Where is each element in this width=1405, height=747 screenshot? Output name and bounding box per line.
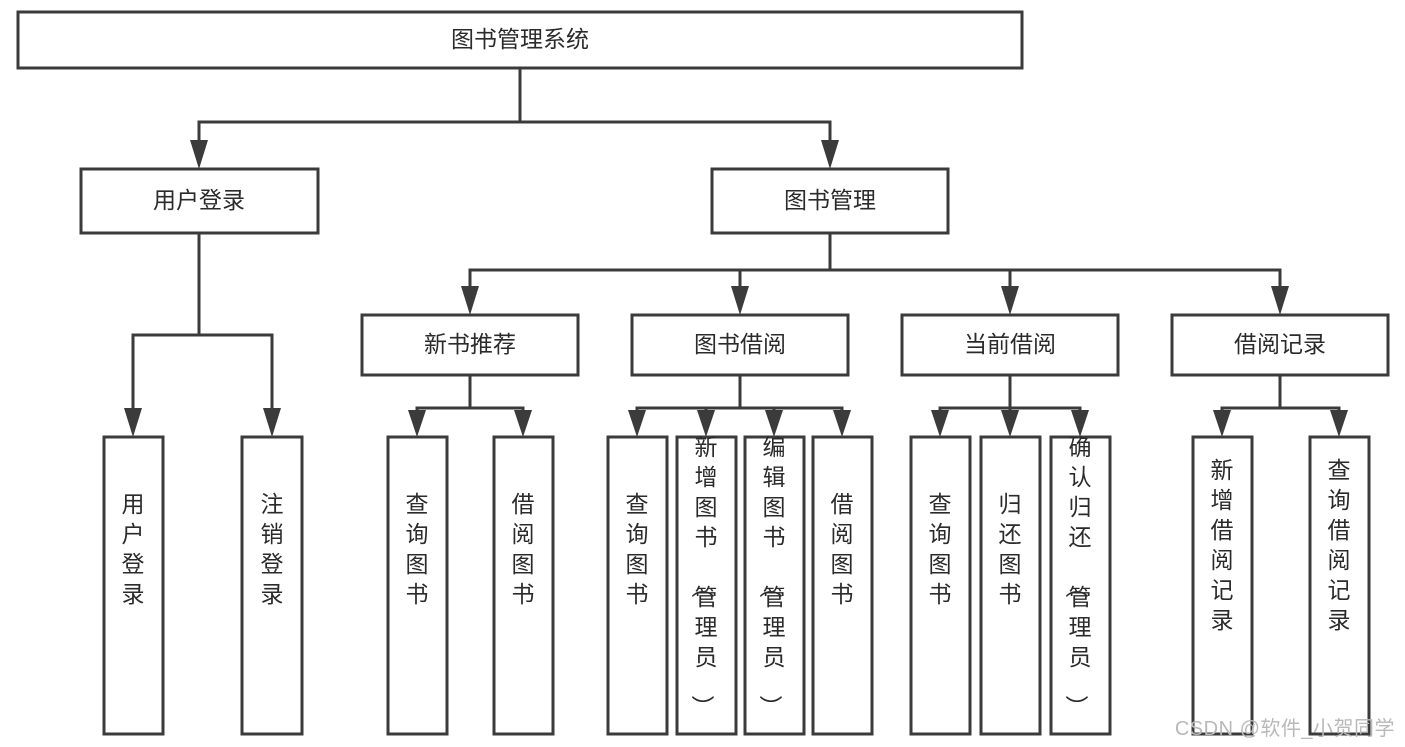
- arrow-record-l1: [1213, 410, 1231, 437]
- leaf-book-borrow-1[interactable]: 查询图书: [606, 435, 669, 736]
- node-book-management-box[interactable]: [710, 167, 950, 235]
- arrow-bookmgmt-c4: [1271, 286, 1289, 315]
- arrow-bookmgmt-c3: [1001, 286, 1019, 315]
- node-current-borrow[interactable]: 当前借阅: [900, 313, 1120, 377]
- leaf-current-borrow-2[interactable]: 归还图书: [979, 435, 1042, 736]
- arrow-newbook-l1: [408, 410, 426, 437]
- node-new-book-recommend-label: 新书推荐: [424, 331, 516, 357]
- leaf-borrow-record-1[interactable]: 新增借阅记录: [1191, 435, 1254, 736]
- arrow-borrow-l2: [697, 410, 715, 437]
- leaf-current-borrow-2-box[interactable]: [979, 435, 1042, 736]
- csdn-watermark: CSDN @软件_小贺同学: [1174, 718, 1395, 740]
- arrow-borrow-l3: [765, 410, 783, 437]
- node-borrow-record-label: 借阅记录: [1234, 331, 1326, 357]
- arrow-userlogin-leaf1: [124, 408, 142, 437]
- node-book-borrow-box[interactable]: [630, 313, 850, 377]
- arrow-current-l2: [1001, 410, 1019, 437]
- node-user-login-box[interactable]: [79, 167, 320, 235]
- node-root[interactable]: 图书管理系统: [16, 10, 1024, 70]
- leaf-borrow-record-2[interactable]: 查询借阅记录: [1308, 435, 1371, 736]
- node-current-borrow-label: 当前借阅: [964, 331, 1056, 357]
- leaf-user-login-2-label: 注销登录: [261, 491, 284, 607]
- leaf-book-borrow-2-box[interactable]: [675, 435, 738, 736]
- node-borrow-record-box[interactable]: [1170, 313, 1390, 377]
- leaf-book-borrow-2[interactable]: 新增图书（管理员）: [675, 434, 738, 736]
- leaf-book-borrow-3-label: 编辑图书（管理员）: [758, 434, 786, 718]
- leaf-book-borrow-3-box[interactable]: [743, 435, 806, 736]
- leaf-new-book-1-box[interactable]: [386, 435, 449, 736]
- leaf-current-borrow-3-label: 确认归还（管理员）: [1064, 434, 1092, 718]
- leaf-new-book-2[interactable]: 借阅图书: [492, 435, 555, 736]
- leaf-book-borrow-1-label: 查询图书: [626, 491, 649, 607]
- leaf-book-borrow-1-box[interactable]: [606, 435, 669, 736]
- node-new-book-recommend-box[interactable]: [360, 313, 580, 377]
- node-root-label: 图书管理系统: [451, 26, 589, 52]
- leaf-new-book-2-box[interactable]: [492, 435, 555, 736]
- leaf-current-borrow-3[interactable]: 确认归还（管理员）: [1049, 434, 1112, 736]
- leaf-current-borrow-3-box[interactable]: [1049, 435, 1112, 736]
- leaf-new-book-2-label: 借阅图书: [512, 491, 535, 607]
- leaf-user-login-1-box[interactable]: [102, 435, 165, 736]
- arrow-current-l3: [1071, 410, 1089, 437]
- node-book-management-label: 图书管理: [784, 187, 876, 213]
- arrow-userlogin-leaf2: [263, 408, 281, 437]
- arrow-newbook-l2: [514, 410, 532, 437]
- node-borrow-record[interactable]: 借阅记录: [1170, 313, 1390, 377]
- leaf-user-login-1-label: 用户登录: [122, 491, 145, 607]
- leaf-current-borrow-1[interactable]: 查询图书: [909, 435, 972, 736]
- node-new-book-recommend[interactable]: 新书推荐: [360, 313, 580, 377]
- node-book-management[interactable]: 图书管理: [710, 167, 950, 235]
- node-book-borrow-label: 图书借阅: [694, 331, 786, 357]
- node-current-borrow-box[interactable]: [900, 313, 1120, 377]
- arrow-root-to-bookmgmt: [821, 140, 839, 169]
- leaf-user-login-1[interactable]: 用户登录: [102, 435, 165, 736]
- leaf-borrow-record-1-box[interactable]: [1191, 435, 1254, 736]
- leaf-user-login-2-box[interactable]: [240, 435, 304, 736]
- leaf-current-borrow-1-box[interactable]: [909, 435, 972, 736]
- node-user-login-label: 用户登录: [153, 187, 245, 213]
- node-book-borrow[interactable]: 图书借阅: [630, 313, 850, 377]
- arrow-current-l1: [931, 410, 949, 437]
- arrow-bookmgmt-c1: [461, 286, 479, 315]
- leaf-new-book-1[interactable]: 查询图书: [386, 435, 449, 736]
- leaf-new-book-1-label: 查询图书: [406, 491, 429, 607]
- leaf-current-borrow-1-label: 查询图书: [929, 491, 952, 607]
- arrow-bookmgmt-c2: [731, 286, 749, 315]
- arrow-record-l2: [1330, 410, 1348, 437]
- leaf-book-borrow-3[interactable]: 编辑图书（管理员）: [743, 434, 806, 736]
- node-root-box[interactable]: [16, 10, 1024, 70]
- leaf-user-login-2[interactable]: 注销登录: [240, 435, 304, 736]
- arrow-borrow-l1: [628, 410, 646, 437]
- connector-group: [124, 66, 1348, 437]
- node-user-login[interactable]: 用户登录: [79, 167, 320, 235]
- leaf-borrow-record-2-box[interactable]: [1308, 435, 1371, 736]
- leaf-book-borrow-4-label: 借阅图书: [831, 491, 854, 607]
- leaf-book-borrow-4[interactable]: 借阅图书: [811, 435, 874, 736]
- arrow-borrow-l4: [833, 410, 851, 437]
- leaf-borrow-record-2-label: 查询借阅记录: [1328, 457, 1351, 633]
- leaf-book-borrow-4-box[interactable]: [811, 435, 874, 736]
- leaf-borrow-record-1-label: 新增借阅记录: [1211, 457, 1234, 633]
- arrow-root-to-userlogin: [190, 140, 208, 169]
- leaf-current-borrow-2-label: 归还图书: [999, 491, 1022, 607]
- leaf-book-borrow-2-label: 新增图书（管理员）: [690, 434, 718, 718]
